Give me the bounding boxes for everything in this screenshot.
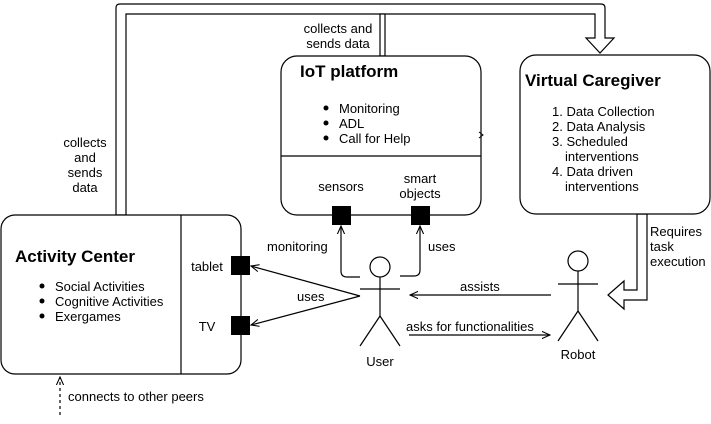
- uses-tv-edge: [251, 295, 361, 325]
- requires-task-label-line: task: [650, 239, 674, 254]
- activity-center: Activity Center Social Activities Cognit…: [0, 214, 250, 375]
- tv-port: [231, 316, 250, 335]
- robot-label: Robot: [561, 347, 596, 362]
- virtual-caregiver-title: Virtual Caregiver: [525, 71, 661, 90]
- caregiver-item-line: 4. Data driven: [552, 164, 633, 179]
- asks-for-label: asks for functionalities: [406, 319, 534, 334]
- activity-bullet: [39, 298, 45, 304]
- user-leg-left: [359, 315, 381, 347]
- user-head: [369, 256, 391, 278]
- uses-tablet-edge: [251, 266, 361, 297]
- activity-bullet: [39, 313, 45, 319]
- caregiver-item-line: interventions: [565, 149, 639, 164]
- caregiver-item-line: interventions: [565, 179, 639, 194]
- activity-item: Cognitive Activities: [55, 294, 164, 309]
- iot-item: ADL: [339, 116, 364, 131]
- collects-label-line: data: [72, 180, 98, 195]
- activity-item: Exergames: [55, 309, 121, 324]
- caregiver-item-line: 2. Data Analysis: [552, 119, 646, 134]
- activity-center-title: Activity Center: [15, 247, 135, 266]
- caregiver-item-line: 3. Scheduled: [552, 134, 628, 149]
- collects-label-line: and: [74, 150, 96, 165]
- tablet-port: [231, 256, 250, 275]
- iot-platform: IoT platform Monitoring ADL Call for Hel…: [280, 55, 484, 225]
- requires-task-label-line: execution: [650, 254, 706, 269]
- iot-item: Call for Help: [339, 131, 411, 146]
- virtual-caregiver: Virtual Caregiver 1. Data Collection 2. …: [519, 54, 711, 215]
- user-leg-right: [379, 315, 401, 347]
- tv-label: TV: [199, 319, 216, 334]
- iot-platform-box: [280, 55, 482, 216]
- monitoring-label: monitoring: [267, 239, 328, 254]
- smart-objects-port: [411, 206, 430, 225]
- connects-label: connects to other peers: [68, 389, 204, 404]
- virtual-caregiver-box: [519, 54, 711, 215]
- requires-task-label-line: Requires: [650, 224, 703, 239]
- robot-leg-left: [557, 310, 579, 342]
- monitoring-edge: [341, 226, 360, 278]
- requires-task-connector: [607, 213, 648, 311]
- collects-data-connector: [115, 3, 616, 216]
- uses-smart-label: uses: [428, 239, 456, 254]
- iot-collects-connector: [379, 13, 386, 57]
- user-label: User: [366, 354, 394, 369]
- smart-objects-label-line: objects: [399, 186, 441, 201]
- user-actor: [359, 256, 401, 347]
- sensors-port: [332, 206, 351, 225]
- collects-label-line: collects: [63, 135, 107, 150]
- uses-devices-label: uses: [297, 289, 325, 304]
- robot-actor: [557, 250, 599, 342]
- assists-label: assists: [460, 279, 500, 294]
- iot-platform-title: IoT platform: [300, 62, 398, 81]
- iot-side-tick: [478, 131, 484, 139]
- collects-top-label-line: collects and: [304, 21, 373, 36]
- robot-leg-right: [577, 310, 599, 342]
- iot-bullet: [323, 135, 329, 141]
- collects-label-line: sends: [68, 165, 103, 180]
- sensors-label: sensors: [318, 179, 364, 194]
- tablet-label: tablet: [191, 259, 223, 274]
- iot-bullet: [323, 105, 329, 111]
- uses-smart-objects-edge: [400, 226, 420, 277]
- smart-objects-label-line: smart: [404, 171, 437, 186]
- caregiver-item-line: 1. Data Collection: [552, 104, 655, 119]
- iot-bullet: [323, 120, 329, 126]
- activity-item: Social Activities: [55, 279, 145, 294]
- robot-head: [567, 250, 589, 272]
- collects-top-label-line: sends data: [306, 36, 370, 51]
- activity-bullet: [39, 283, 45, 289]
- iot-item: Monitoring: [339, 101, 400, 116]
